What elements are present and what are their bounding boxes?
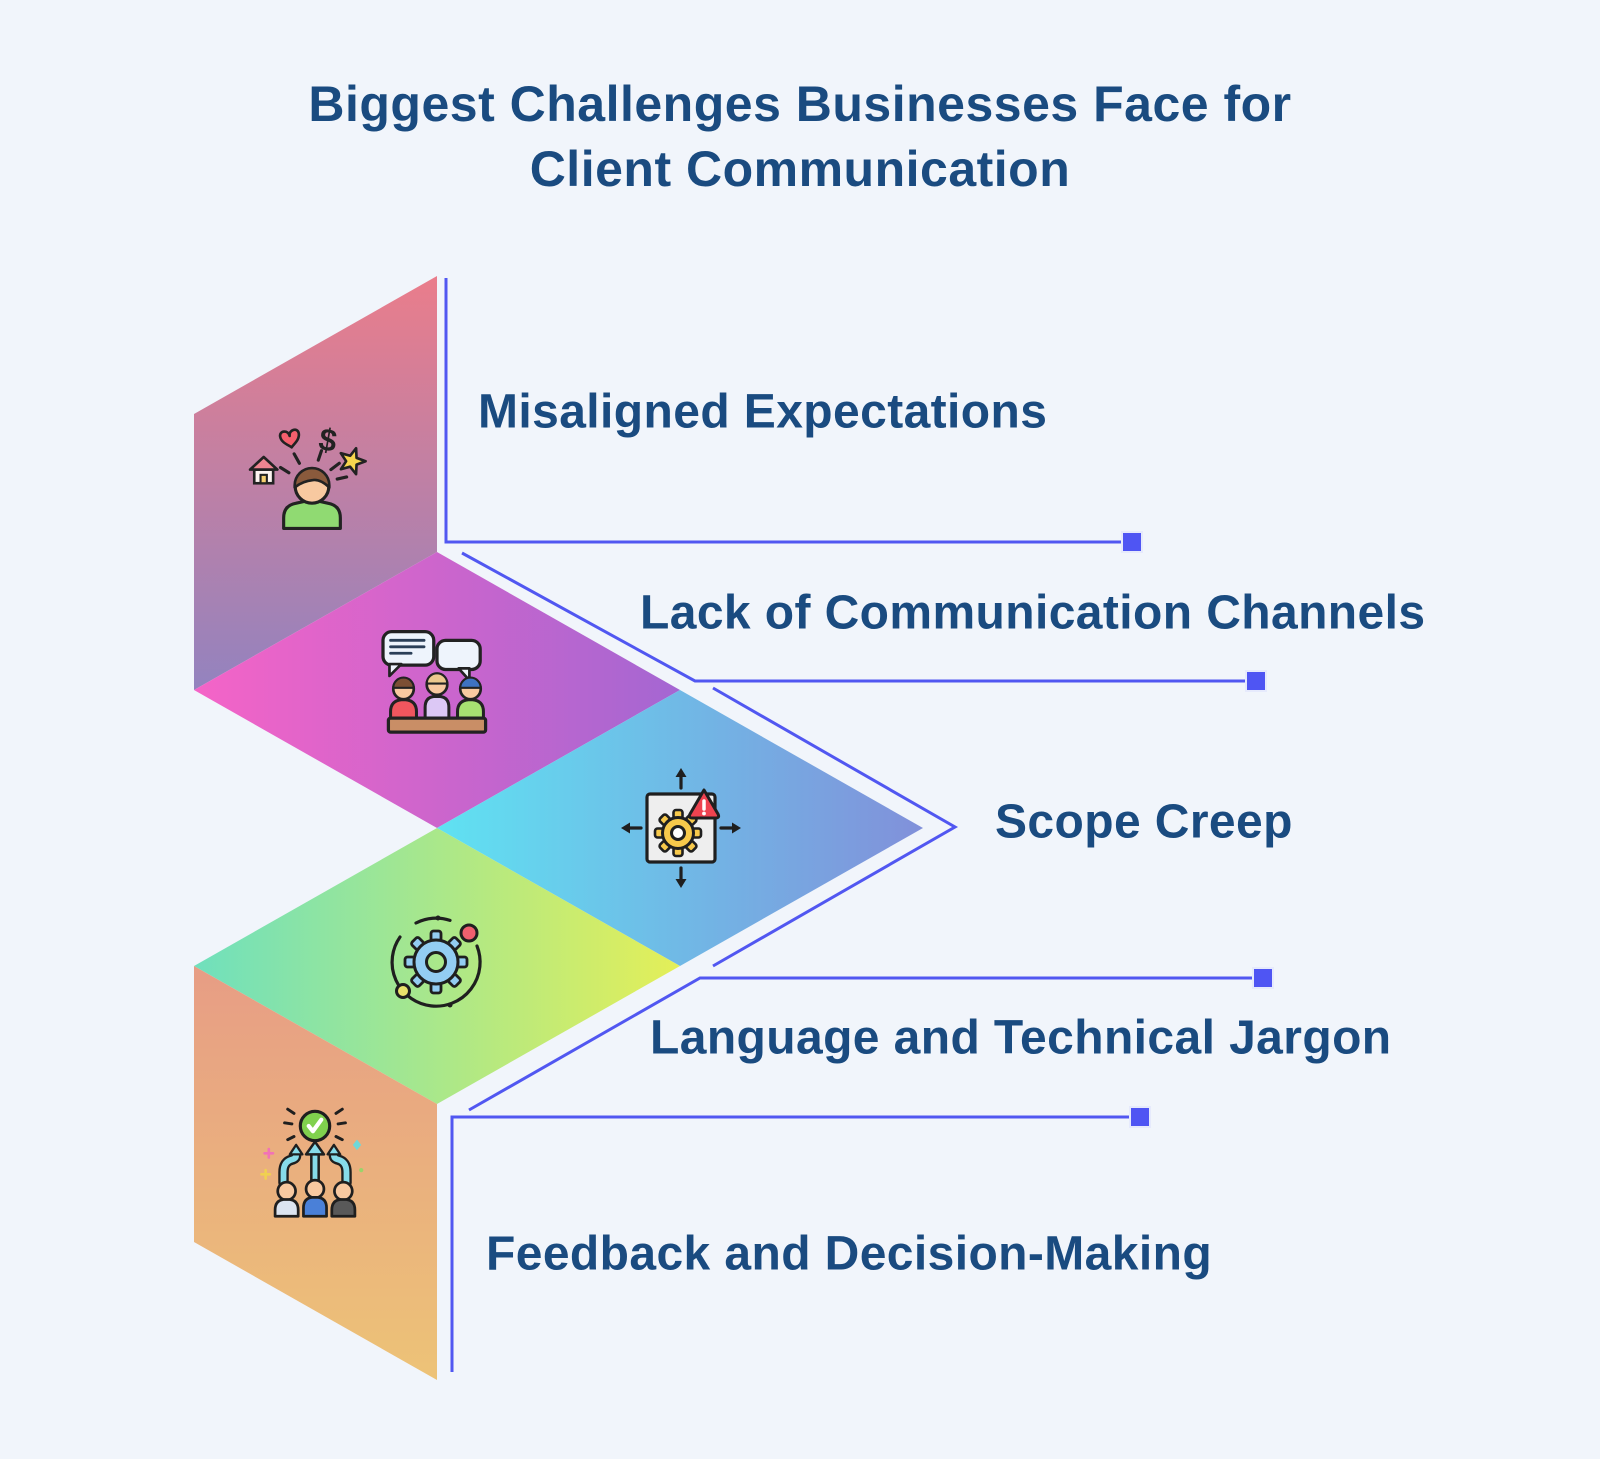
challenge-label-feedback-decision: Feedback and Decision-Making — [486, 1227, 1213, 1281]
connector-square-4 — [1252, 967, 1274, 989]
gear-warning-arrows-icon — [621, 768, 741, 888]
challenge-label-lack-of-communication: Lack of Communication Channels — [640, 586, 1426, 640]
gear-orbit-icon — [390, 915, 482, 1008]
challenge-label-language-jargon: Language and Technical Jargon — [650, 1011, 1392, 1065]
meeting-conversation-icon — [381, 630, 488, 734]
expectations-person-icon: $ — [248, 421, 367, 530]
page-title: Biggest Challenges Businesses Face for C… — [308, 76, 1292, 197]
team-decision-check-icon — [260, 1107, 364, 1218]
challenge-label-scope-creep: Scope Creep — [995, 795, 1293, 849]
connector-chevron-3 — [712, 686, 959, 968]
connector-line-5 — [450, 1115, 1129, 1372]
connector-square-2 — [1245, 670, 1267, 692]
svg-text:$: $ — [316, 421, 340, 460]
connector-line-4 — [468, 976, 1252, 1112]
connector-line-2 — [461, 551, 1245, 683]
connector-line-1 — [444, 278, 1121, 544]
connector-square-5 — [1129, 1106, 1151, 1128]
challenge-label-misaligned-expectations: Misaligned Expectations — [478, 385, 1048, 439]
connector-square-1 — [1121, 531, 1143, 553]
